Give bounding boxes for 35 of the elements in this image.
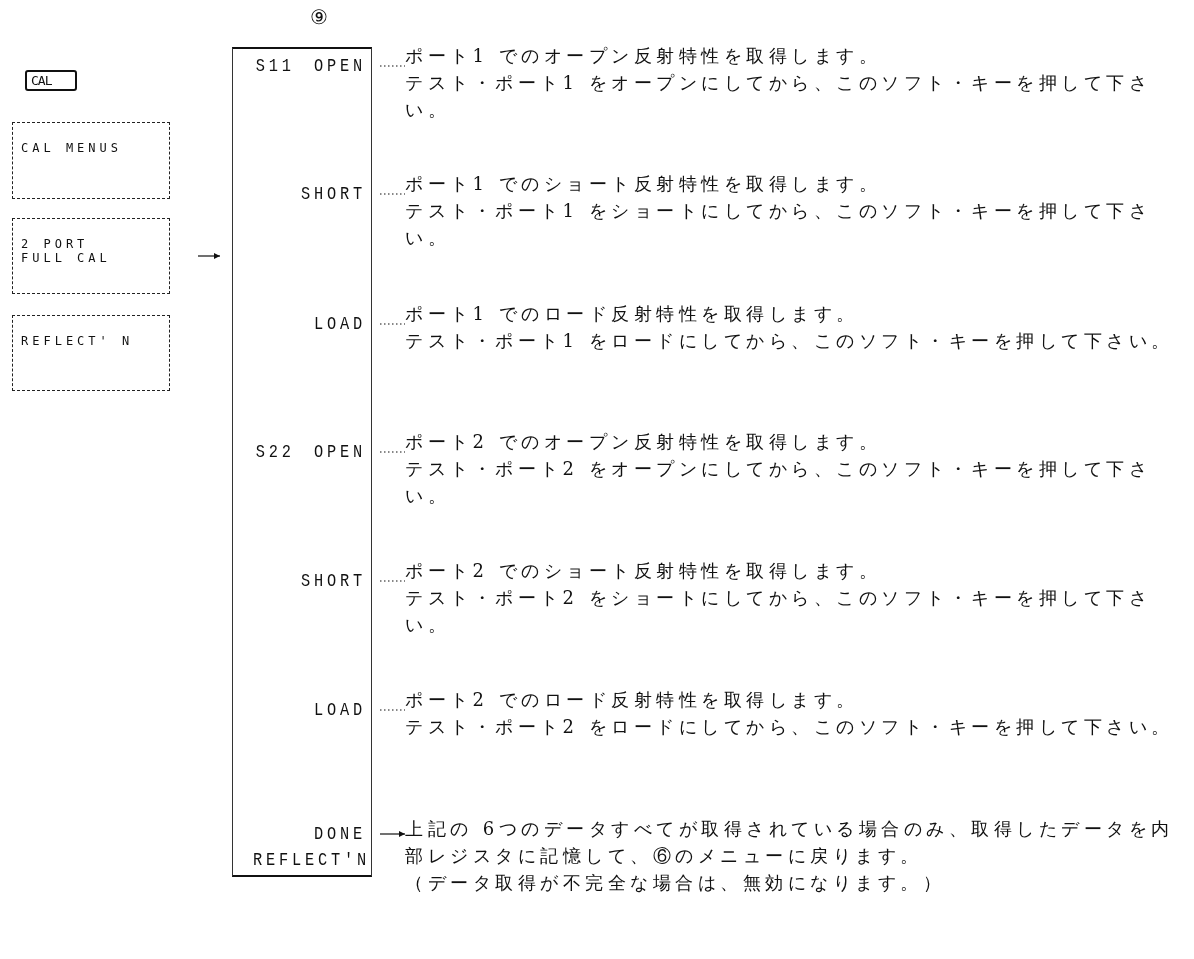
softkey-label: SHORT [252, 568, 366, 594]
leader-line [379, 709, 406, 711]
softkey-label: DONE REFLECT'N [252, 821, 366, 873]
description-text: テスト・ポート2 をショートにしてから、このソフト・キーを押して下さい。 [405, 586, 1153, 637]
menu-panel [232, 47, 372, 877]
leader-line [379, 451, 406, 453]
softkey-label: SHORT [252, 181, 366, 207]
description-heading: 上記の 6つのデータすべてが取得されている場合のみ、取得したデータを内部レジスタに記憶して、⑥のメニューに戻ります。 [405, 817, 1175, 868]
description-heading: ポート2 でのロード反射特性を取得します。 [405, 688, 860, 712]
leader-line [379, 65, 406, 67]
description-text: （データ取得が不完全な場合は、無効になります。） [405, 871, 946, 895]
leader-line [379, 193, 406, 195]
key-label: CAL [25, 70, 77, 91]
leader-line [379, 580, 406, 582]
arrow [197, 253, 221, 259]
description-heading: ポート2 でのオープン反射特性を取得します。 [405, 430, 883, 454]
description-text: テスト・ポート2 をオープンにしてから、このソフト・キーを押して下さい。 [405, 457, 1153, 508]
description-text: テスト・ポート2 をロードにしてから、このソフト・キーを押して下さい。 [405, 715, 1175, 739]
description-text: テスト・ポート1 をオープンにしてから、このソフト・キーを押して下さい。 [405, 71, 1153, 122]
description-text: テスト・ポート1 をロードにしてから、このソフト・キーを押して下さい。 [405, 329, 1175, 353]
menu-number: ⑨ [310, 5, 328, 29]
softkey-label: S11 OPEN [252, 53, 366, 79]
leader-line [379, 323, 406, 325]
description-text: テスト・ポート1 をショートにしてから、このソフト・キーを押して下さい。 [405, 199, 1153, 250]
description-heading: ポート1 でのロード反射特性を取得します。 [405, 302, 860, 326]
softkey-box: REFLECT' N [12, 315, 170, 391]
softkey-box: 2 PORT FULL CAL [12, 218, 170, 294]
description-heading: ポート1 でのショート反射特性を取得します。 [405, 172, 883, 196]
arrow [379, 831, 406, 837]
softkey-label: LOAD [252, 697, 366, 723]
softkey-label: LOAD [252, 311, 366, 337]
description-heading: ポート2 でのショート反射特性を取得します。 [405, 559, 883, 583]
softkey-box: CAL MENUS [12, 122, 170, 199]
softkey-label: S22 OPEN [252, 439, 366, 465]
description-heading: ポート1 でのオープン反射特性を取得します。 [405, 44, 883, 68]
